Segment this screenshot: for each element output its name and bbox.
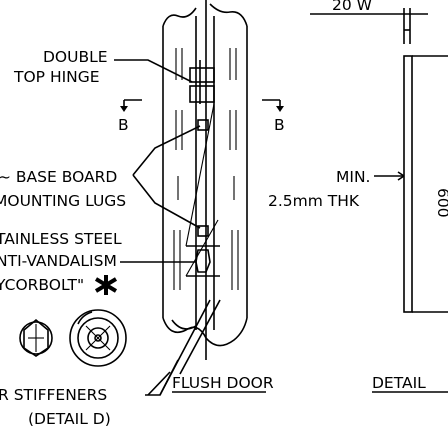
section-right-label: B bbox=[274, 116, 285, 134]
asterisk-star-icon bbox=[94, 275, 118, 295]
base-board-label: ~ BASE BOARD bbox=[0, 168, 117, 186]
bolt-detail bbox=[19, 309, 127, 367]
section-arrow-right bbox=[262, 99, 284, 112]
section-left-label: B bbox=[118, 116, 129, 134]
leader-lines bbox=[114, 59, 221, 396]
flush-door-label: FLUSH DOOR bbox=[172, 374, 274, 392]
top-hinge-label: TOP HINGE bbox=[13, 68, 100, 86]
detail-label: DETAIL bbox=[372, 374, 426, 392]
thickness-detail bbox=[310, 8, 448, 313]
stainless-steel-label: TAINLESS STEEL bbox=[0, 230, 122, 248]
detail-d-label: (DETAIL D) bbox=[28, 410, 111, 428]
bolt-name-label: YCORBOLT" bbox=[0, 276, 84, 294]
section-arrow-left bbox=[120, 99, 142, 112]
stiffeners-label: R STIFFENERS bbox=[0, 386, 107, 404]
min-label: MIN. bbox=[336, 168, 370, 186]
mounting-lugs-label: MOUNTING LUGS bbox=[0, 192, 126, 210]
double-label: DOUBLE bbox=[43, 48, 108, 66]
door-elevation bbox=[162, 0, 248, 360]
thickness-label: 2.5mm THK bbox=[268, 192, 360, 210]
dim-600-label: 600 bbox=[434, 188, 448, 218]
dim-top-label: 20 W bbox=[332, 0, 372, 14]
anti-vandalism-label: NTI-VANDALISM bbox=[0, 252, 117, 270]
